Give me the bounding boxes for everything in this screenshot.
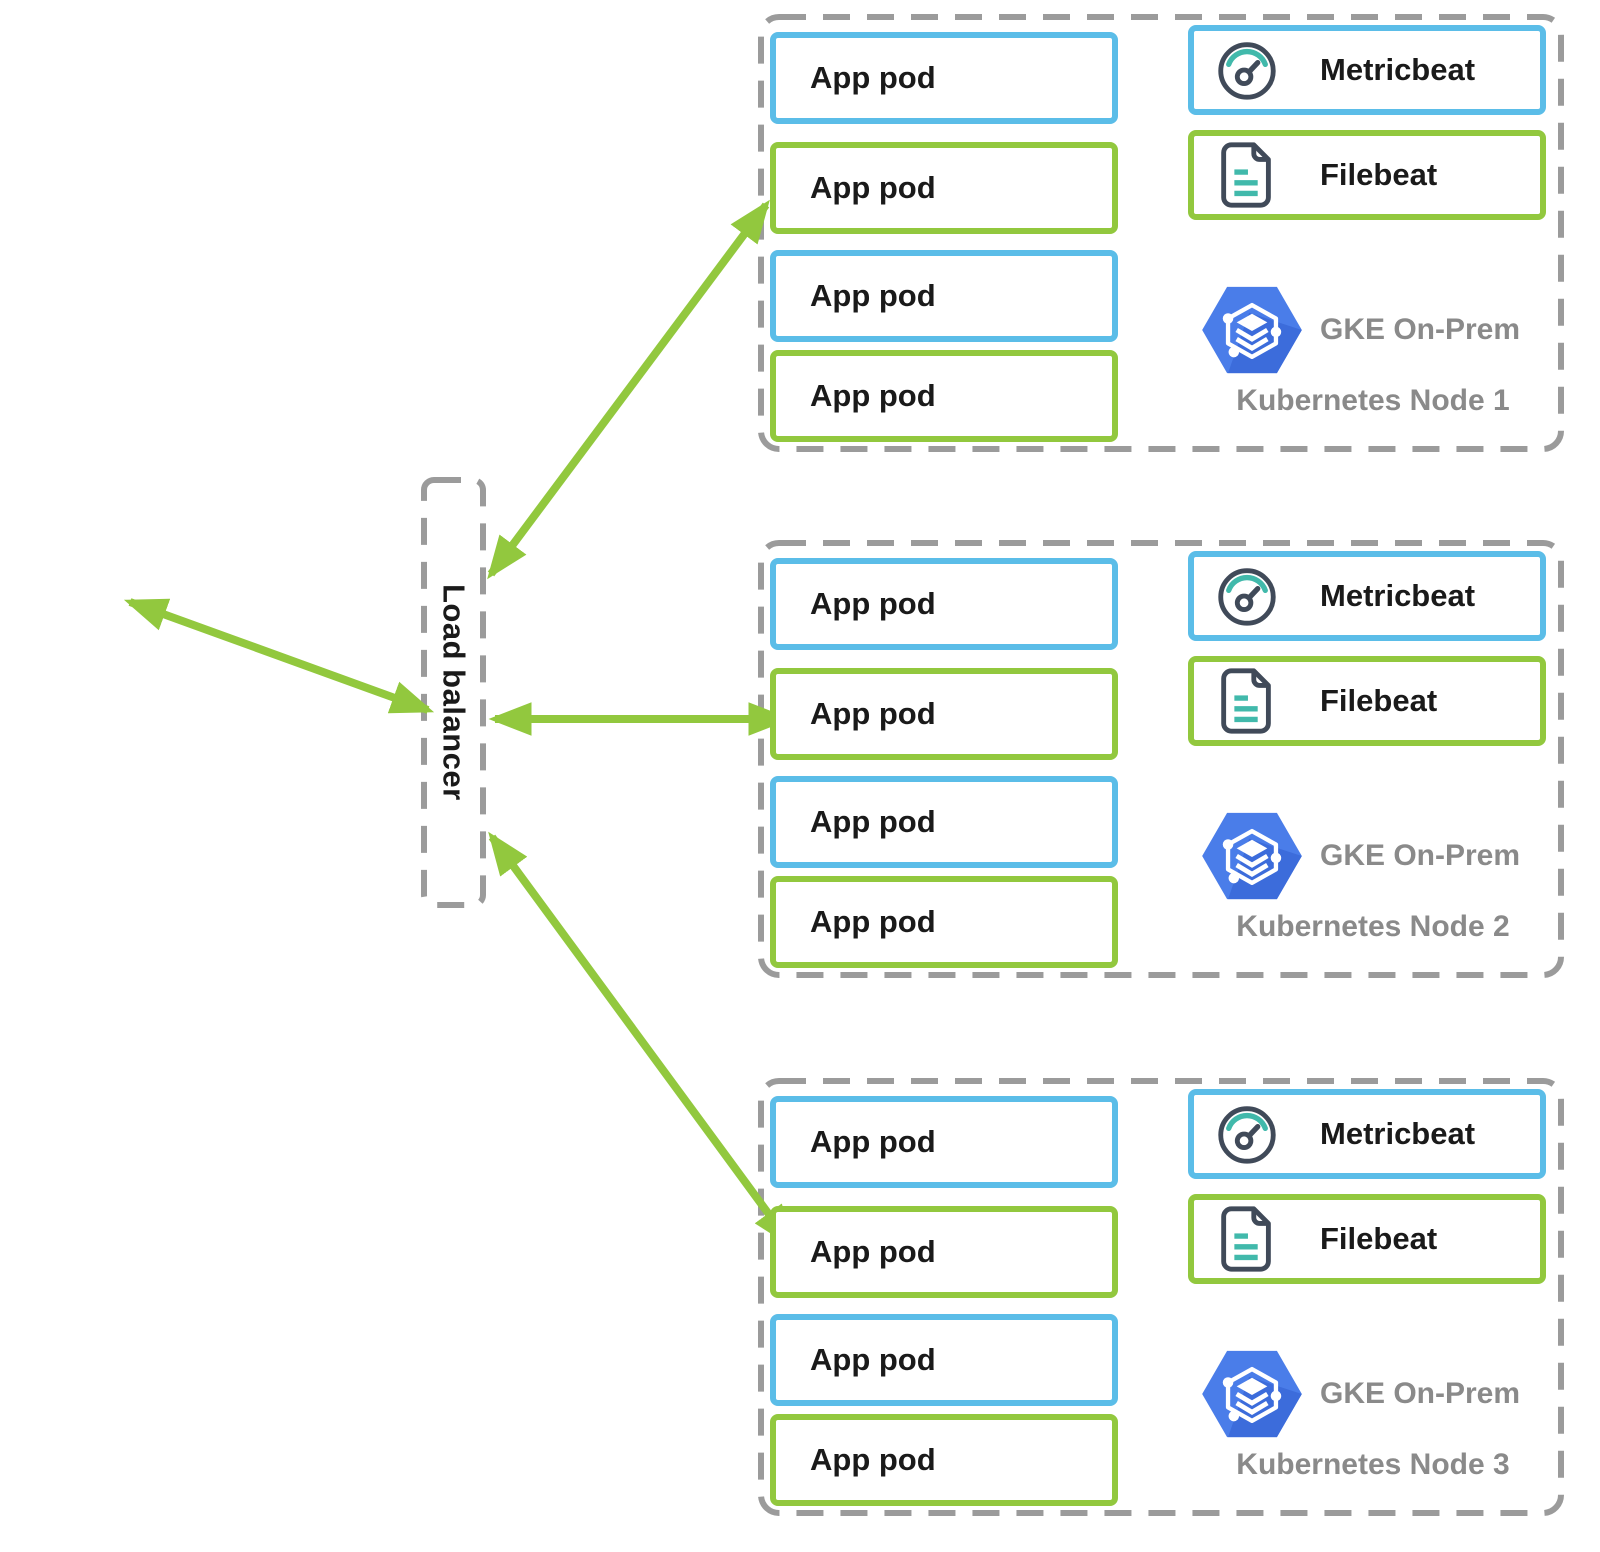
load-balancer-outline [421, 477, 486, 908]
filebeat-label: Filebeat [1320, 683, 1438, 718]
load-balancer-box: Load balancer [421, 477, 486, 908]
gauge-icon [1212, 561, 1282, 631]
app-pod-box: App pod [770, 668, 1118, 760]
load-balancer-label: Load balancer [436, 584, 472, 801]
arrow-load-balancer-to-node-3 [488, 831, 794, 1249]
app-pod-box: App pod [770, 250, 1118, 342]
app-pod-label: App pod [810, 696, 936, 731]
arrow-load-balancer-to-node-1 [487, 199, 770, 580]
app-pod-box: App pod [770, 142, 1118, 234]
gke-onprem-badge: GKE On-Prem Kubernetes Node 3 [1198, 1348, 1548, 1482]
document-icon [1212, 140, 1282, 210]
gke-product-label: GKE On-Prem [1320, 1377, 1521, 1410]
gke-product-label: GKE On-Prem [1320, 839, 1521, 872]
gke-product-label: GKE On-Prem [1320, 313, 1521, 346]
app-pod-label: App pod [810, 1234, 936, 1269]
app-pod-box: App pod [770, 558, 1118, 650]
filebeat-box: Filebeat [1188, 1194, 1546, 1284]
arrow-client-to-load-balancer [123, 598, 435, 714]
app-pod-box: App pod [770, 1314, 1118, 1406]
filebeat-box: Filebeat [1188, 130, 1546, 220]
metricbeat-label: Metricbeat [1320, 52, 1476, 87]
metricbeat-box: Metricbeat [1188, 551, 1546, 641]
app-pod-label: App pod [810, 1442, 936, 1477]
gauge-icon [1212, 1099, 1282, 1169]
node-name-label: Kubernetes Node 2 [1236, 910, 1510, 943]
filebeat-label: Filebeat [1320, 1221, 1438, 1256]
app-pod-label: App pod [810, 278, 936, 313]
app-pod-label: App pod [810, 60, 936, 95]
metricbeat-label: Metricbeat [1320, 578, 1476, 613]
app-pod-label: App pod [810, 1342, 936, 1377]
filebeat-label: Filebeat [1320, 157, 1438, 192]
document-icon [1212, 666, 1282, 736]
app-pod-label: App pod [810, 1124, 936, 1159]
node-2-outline [758, 540, 1564, 978]
app-pod-label: App pod [810, 586, 936, 621]
metricbeat-box: Metricbeat [1188, 25, 1546, 115]
app-pod-box: App pod [770, 32, 1118, 124]
app-pod-box: App pod [770, 1206, 1118, 1298]
metricbeat-label: Metricbeat [1320, 1116, 1476, 1151]
app-pod-box: App pod [770, 876, 1118, 968]
node-name-label: Kubernetes Node 3 [1236, 1448, 1510, 1481]
metricbeat-box: Metricbeat [1188, 1089, 1546, 1179]
app-pod-label: App pod [810, 804, 936, 839]
app-pod-label: App pod [810, 904, 936, 939]
gke-onprem-badge: GKE On-Prem Kubernetes Node 1 [1198, 284, 1548, 418]
app-pod-box: App pod [770, 776, 1118, 868]
app-pod-label: App pod [810, 378, 936, 413]
gke-hexagon-icon [1198, 810, 1306, 902]
app-pod-box: App pod [770, 1414, 1118, 1506]
document-icon [1212, 1204, 1282, 1274]
app-pod-box: App pod [770, 350, 1118, 442]
node-3-outline [758, 1078, 1564, 1516]
kubernetes-node-2: App pod App pod App pod App pod Metricbe… [758, 540, 1564, 978]
app-pod-label: App pod [810, 170, 936, 205]
node-name-label: Kubernetes Node 1 [1236, 384, 1510, 417]
kubernetes-node-1: App pod App pod App pod App pod Metricbe… [758, 14, 1564, 452]
app-pod-box: App pod [770, 1096, 1118, 1188]
gke-onprem-badge: GKE On-Prem Kubernetes Node 2 [1198, 810, 1548, 944]
gke-hexagon-icon [1198, 284, 1306, 376]
filebeat-box: Filebeat [1188, 656, 1546, 746]
gauge-icon [1212, 35, 1282, 105]
kubernetes-node-3: App pod App pod App pod App pod Metricbe… [758, 1078, 1564, 1516]
gke-hexagon-icon [1198, 1348, 1306, 1440]
